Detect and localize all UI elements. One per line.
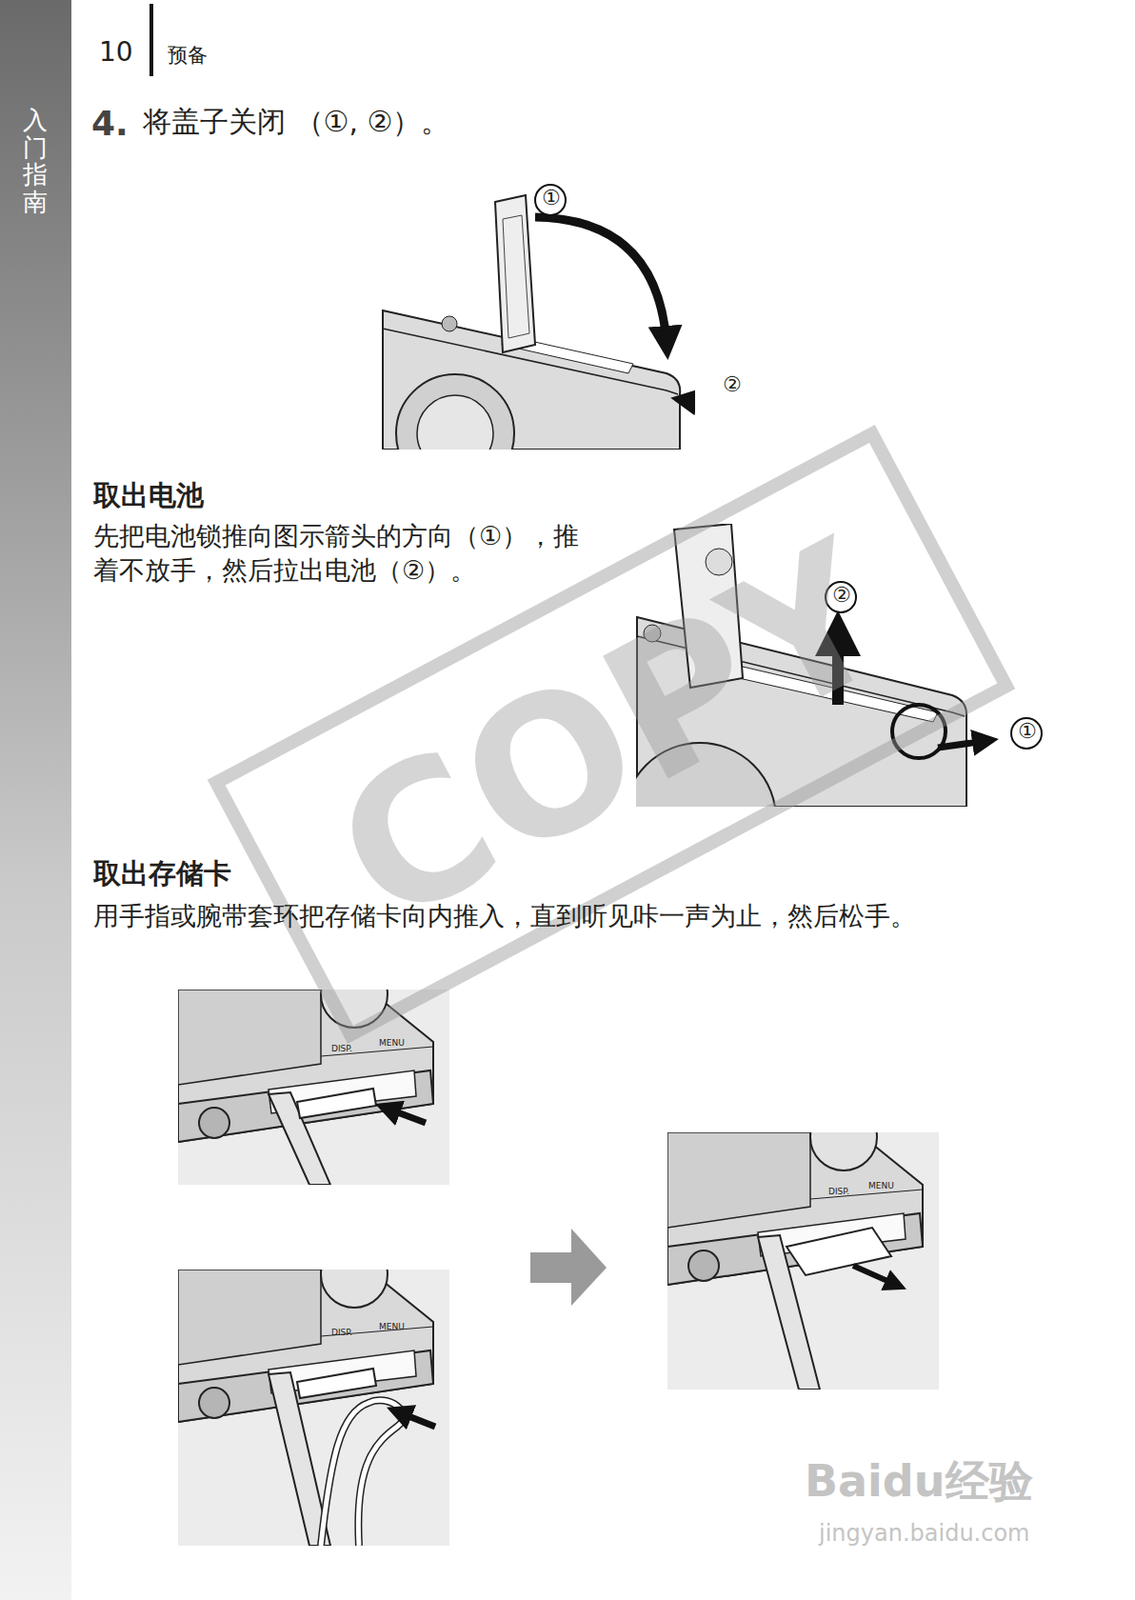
camera-figure [382, 184, 696, 450]
lcd-screen [178, 989, 321, 1085]
header-rule [149, 3, 154, 77]
control-dial [320, 1269, 388, 1308]
tripod-socket [688, 1250, 719, 1281]
lid-inner [502, 215, 530, 339]
instruction-text: 先把电池锁推向图示箭头的方向（①），推着不放手，然后拉出电池（②）。 [93, 518, 589, 588]
callout-circle [1011, 717, 1042, 749]
lens-inner [417, 395, 494, 450]
lock-arrow [937, 740, 986, 748]
close-arrow [535, 217, 667, 343]
memory-card [297, 1368, 377, 1398]
callout-number: ② [722, 372, 742, 398]
camera-bottom [667, 1213, 923, 1285]
callout-number: ① [1017, 718, 1037, 744]
camera-bottom [178, 1350, 434, 1422]
button-line [810, 1189, 923, 1199]
wrist-strap-fill [320, 1399, 404, 1546]
section-heading: 取出存储卡 [93, 856, 232, 891]
button-label: DISP. [331, 1327, 353, 1338]
callout-number: ① [541, 185, 561, 211]
button-label: DISP. [331, 1043, 353, 1055]
lens [396, 374, 515, 450]
card-figure [667, 1132, 939, 1390]
button-label: MENU [378, 1321, 405, 1333]
camera-back [178, 1269, 434, 1422]
step-arrow [530, 1228, 607, 1306]
slide-arrow [683, 399, 696, 408]
sidebar [0, 0, 72, 1600]
page-number: 10 [99, 36, 134, 69]
control-dial [810, 1132, 877, 1171]
memory-card [297, 1088, 377, 1118]
memory-card [786, 1227, 892, 1275]
eject-arrow [853, 1265, 897, 1285]
tripod-socket [199, 1107, 230, 1138]
wrist-strap [320, 1399, 404, 1546]
lcd-screen [178, 1269, 321, 1365]
step-text: 将盖子关闭 （①, ②）。 [142, 104, 450, 140]
push-arrow [398, 1412, 436, 1427]
battery-lid [495, 195, 536, 353]
lcd-screen [667, 1132, 811, 1228]
step-number: 4. [91, 102, 129, 144]
tripod-socket [441, 316, 458, 332]
card-figure [178, 989, 450, 1185]
button-label: MENU [868, 1180, 895, 1192]
side-tab: 入门指南 [22, 106, 48, 216]
panel-ground [178, 989, 450, 1185]
tripod-socket [199, 1387, 230, 1418]
section-name: 预备 [167, 43, 208, 68]
callout-circle [535, 184, 566, 216]
panel-ground [178, 1269, 450, 1546]
card-figure [178, 1269, 450, 1546]
panel-ground [667, 1132, 939, 1390]
push-arrow [387, 1108, 426, 1123]
section-heading: 取出电池 [93, 478, 204, 513]
watermark: jingyan.baidu.com [818, 1519, 1030, 1548]
button-label: MENU [378, 1037, 405, 1049]
camera-back [667, 1132, 923, 1285]
button-label: DISP. [828, 1186, 850, 1197]
watermark: Baidu经验 [804, 1454, 1034, 1508]
instruction-text: 用手指或腕带套环把存储卡向内推入，直到听见咔一声为止，然后松手。 [93, 898, 1017, 934]
